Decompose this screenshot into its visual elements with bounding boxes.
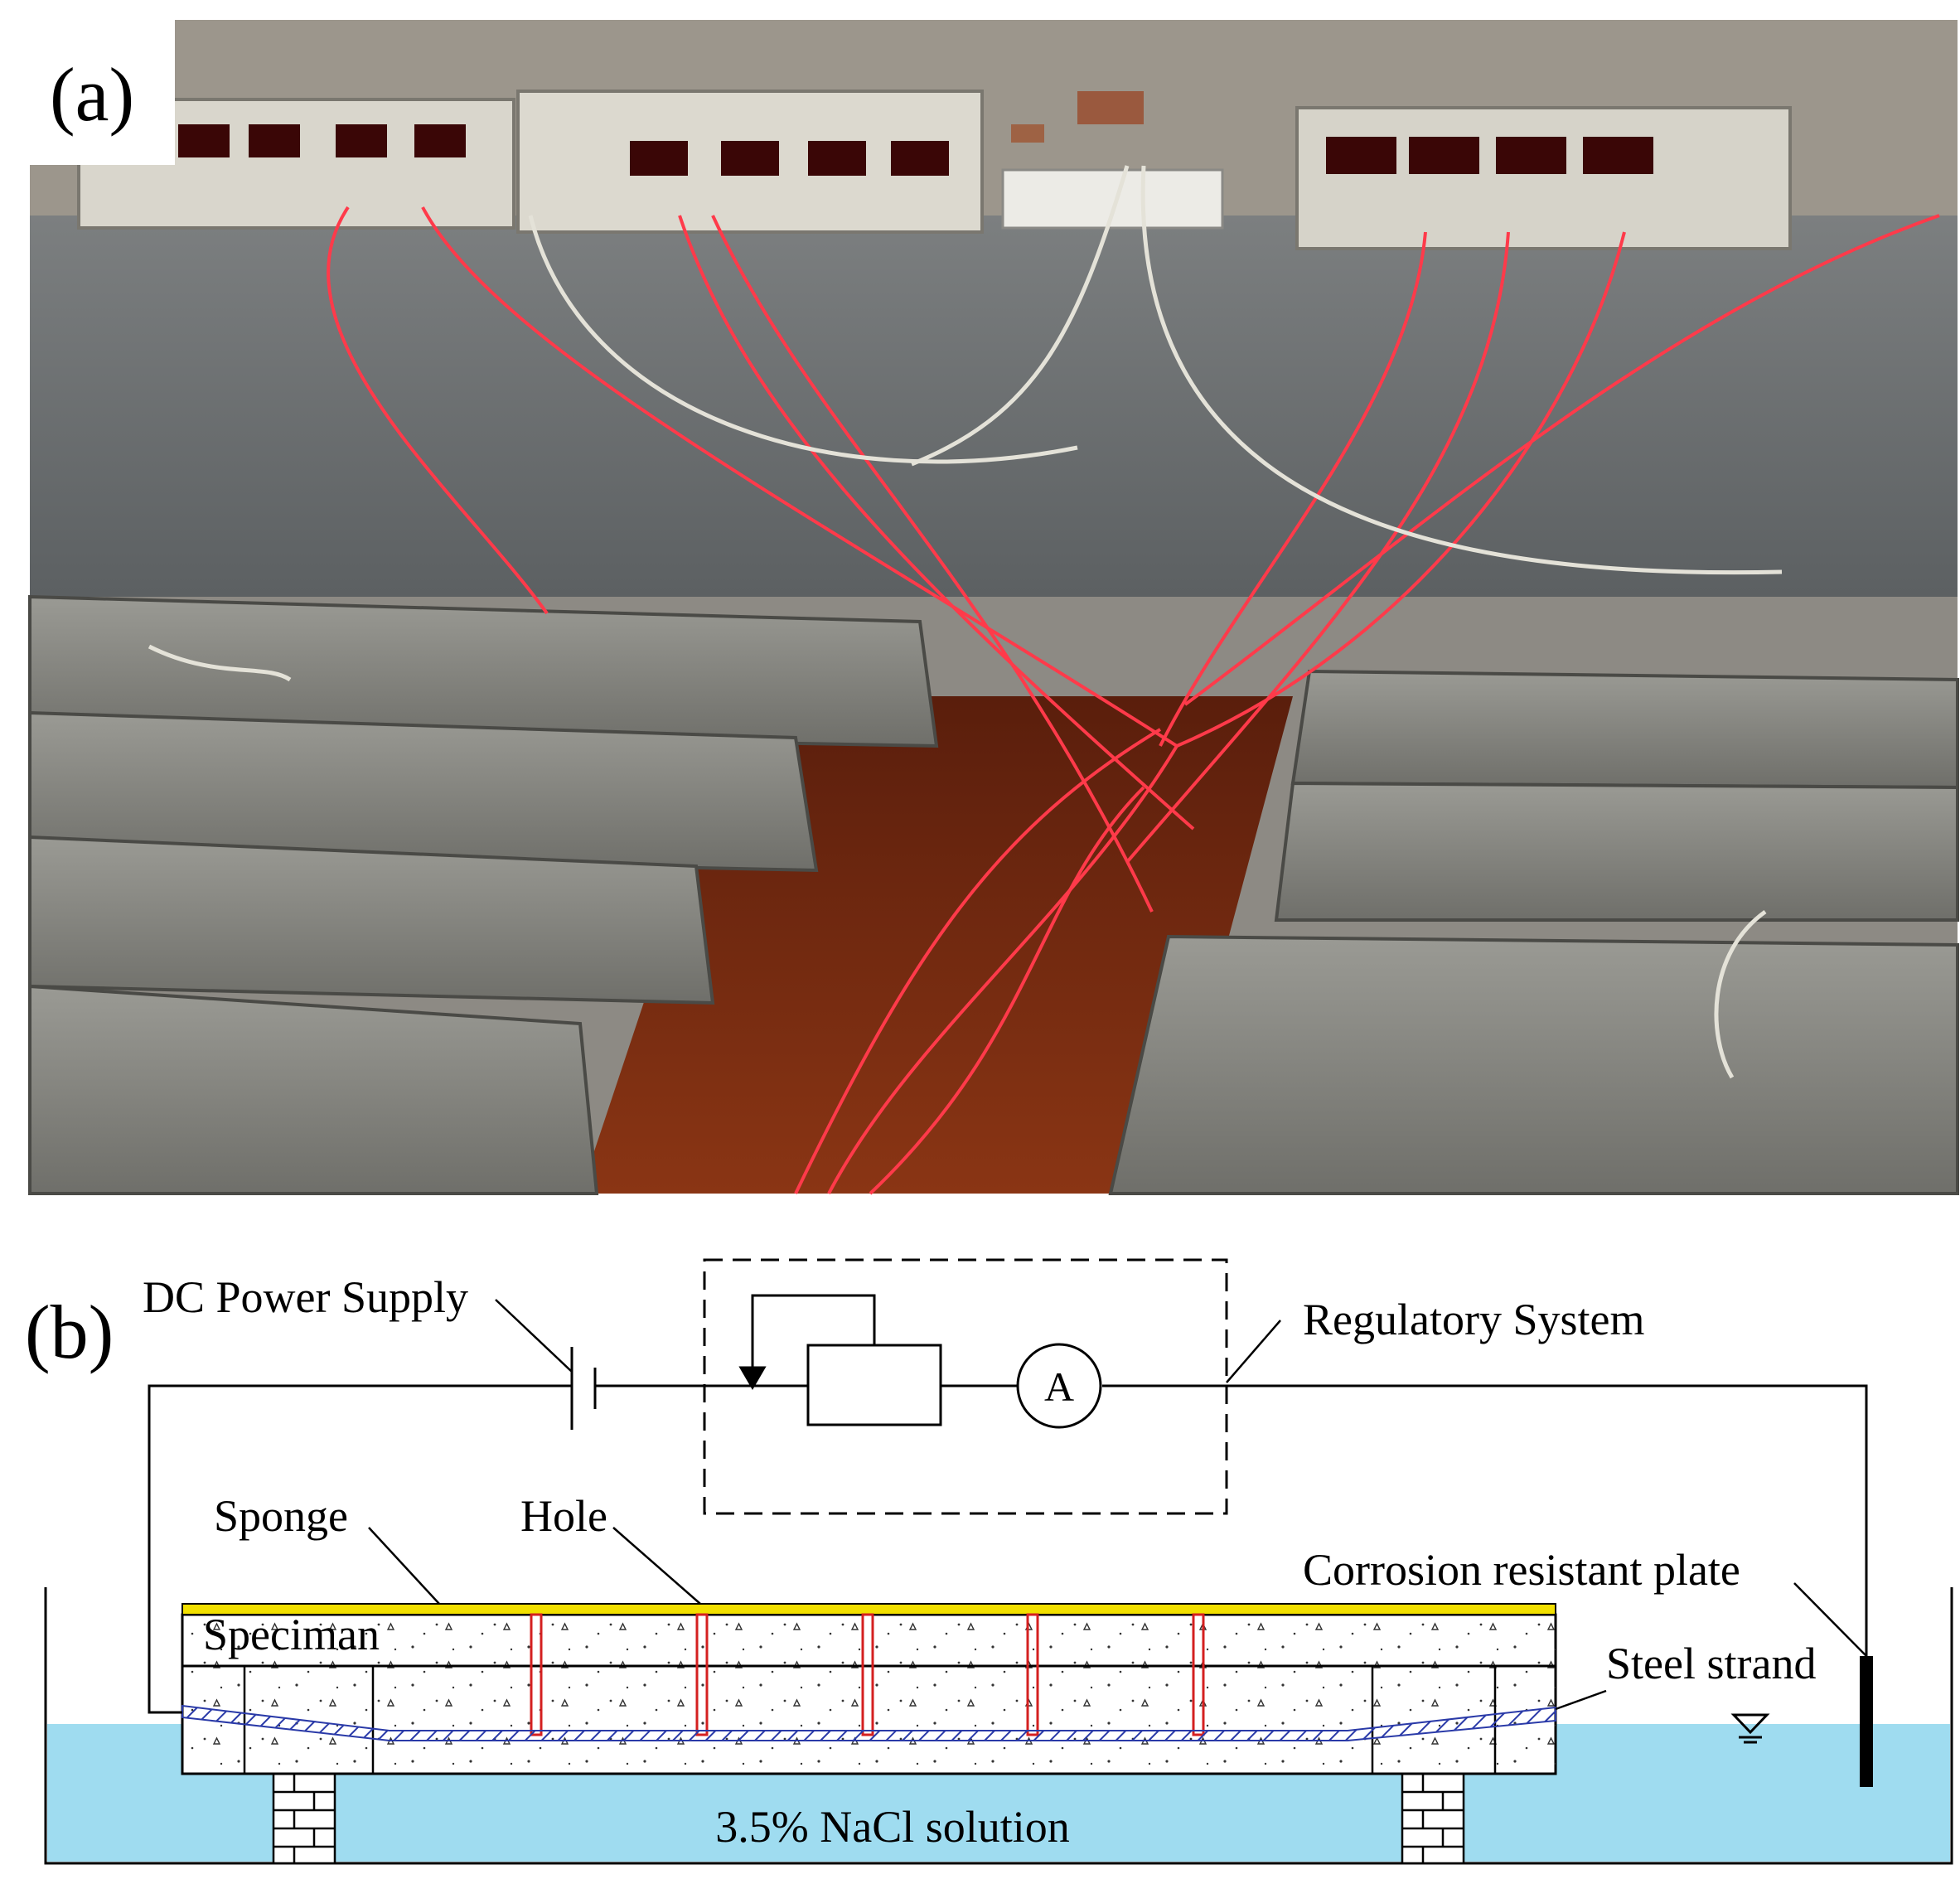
- battery-symbol: [570, 1347, 597, 1430]
- holes: [530, 1613, 1205, 1736]
- regulatory-system-label: Regulatory System: [1303, 1295, 1644, 1344]
- panel-a-label: (a): [50, 52, 134, 137]
- solution-label: 3.5% NaCl solution: [715, 1802, 1070, 1852]
- ammeter: A: [1016, 1343, 1102, 1429]
- tank: [44, 1587, 1953, 1865]
- hole-label: Hole: [520, 1491, 607, 1541]
- specimen-beam: [181, 1613, 1557, 1775]
- sponge-label: Sponge: [214, 1491, 348, 1541]
- panel-a-label-box: [30, 20, 175, 165]
- power-supply-unit-2: [516, 90, 984, 234]
- panel-b-diagram: A (b) DC Power Supply Regulatory System …: [25, 1258, 1953, 1865]
- specimen-label: Speciman: [203, 1610, 380, 1659]
- panel-b-label: (b): [25, 1290, 114, 1374]
- circuit-wires: [148, 1384, 1868, 1714]
- power-strip: [1001, 168, 1224, 230]
- steel-strand: [181, 1704, 1556, 1741]
- right-concrete-slabs: [1108, 669, 1959, 1195]
- sponge-layer: [181, 1603, 1556, 1615]
- corrosion-resistant-plate-label: Corrosion resistant plate: [1303, 1545, 1740, 1595]
- steel-strand-label: Steel strand: [1606, 1639, 1816, 1688]
- red-lead-wires: [327, 206, 1940, 1195]
- support-right: [1401, 1772, 1465, 1865]
- regulatory-system-box: [703, 1258, 1228, 1515]
- power-supply-unit-3: [1295, 106, 1792, 250]
- panel-a-photo: (a): [28, 20, 1959, 1195]
- water-level-symbol: [1730, 1713, 1770, 1744]
- support-left: [272, 1772, 336, 1865]
- rheostat: [738, 1294, 942, 1426]
- dc-power-supply-label: DC Power Supply: [143, 1272, 468, 1322]
- grey-lead-wires: [148, 165, 1783, 1079]
- leader-lines: [368, 1299, 1867, 1711]
- corrosion-resistant-plate: [1860, 1656, 1873, 1787]
- ammeter-label: A: [1044, 1363, 1074, 1410]
- left-concrete-slabs: [28, 594, 939, 1195]
